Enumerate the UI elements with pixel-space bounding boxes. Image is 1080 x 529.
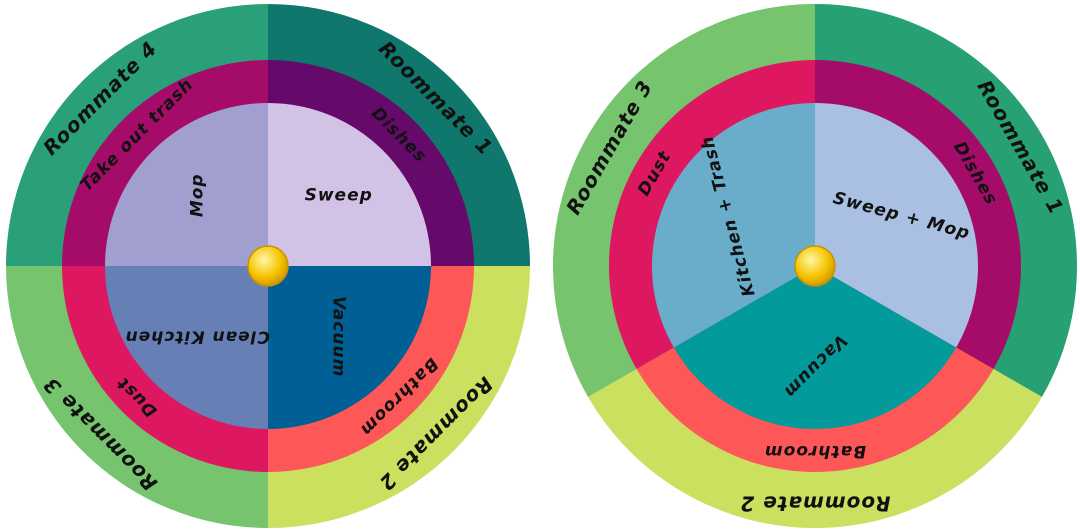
inner-segment-clean-kitchen — [105, 266, 268, 429]
inner-label-mop: Mop — [187, 173, 207, 217]
outer-label-roommate-2: Roommate 2 — [739, 492, 890, 516]
inner-segment-sweep-mop — [815, 103, 978, 348]
inner-label-sweep: Sweep — [305, 185, 373, 205]
inner-segment-vacuum — [268, 266, 431, 429]
inner-segment-vacuum — [673, 266, 957, 429]
middle-label-bathroom: Bathroom — [764, 441, 866, 461]
inner-label-clean-kitchen: Clean Kitchen — [125, 327, 270, 347]
inner-segment-kitchen-trash — [652, 103, 815, 348]
wheel-three-inner-ring — [652, 103, 978, 429]
inner-segment-sweep — [268, 103, 431, 266]
inner-label-vacuum: Vacuum — [329, 296, 349, 377]
inner-segment-mop — [105, 103, 268, 266]
center-pin-icon — [794, 245, 836, 287]
wheel-four-inner-ring — [105, 103, 431, 429]
center-pin-icon — [247, 245, 289, 287]
